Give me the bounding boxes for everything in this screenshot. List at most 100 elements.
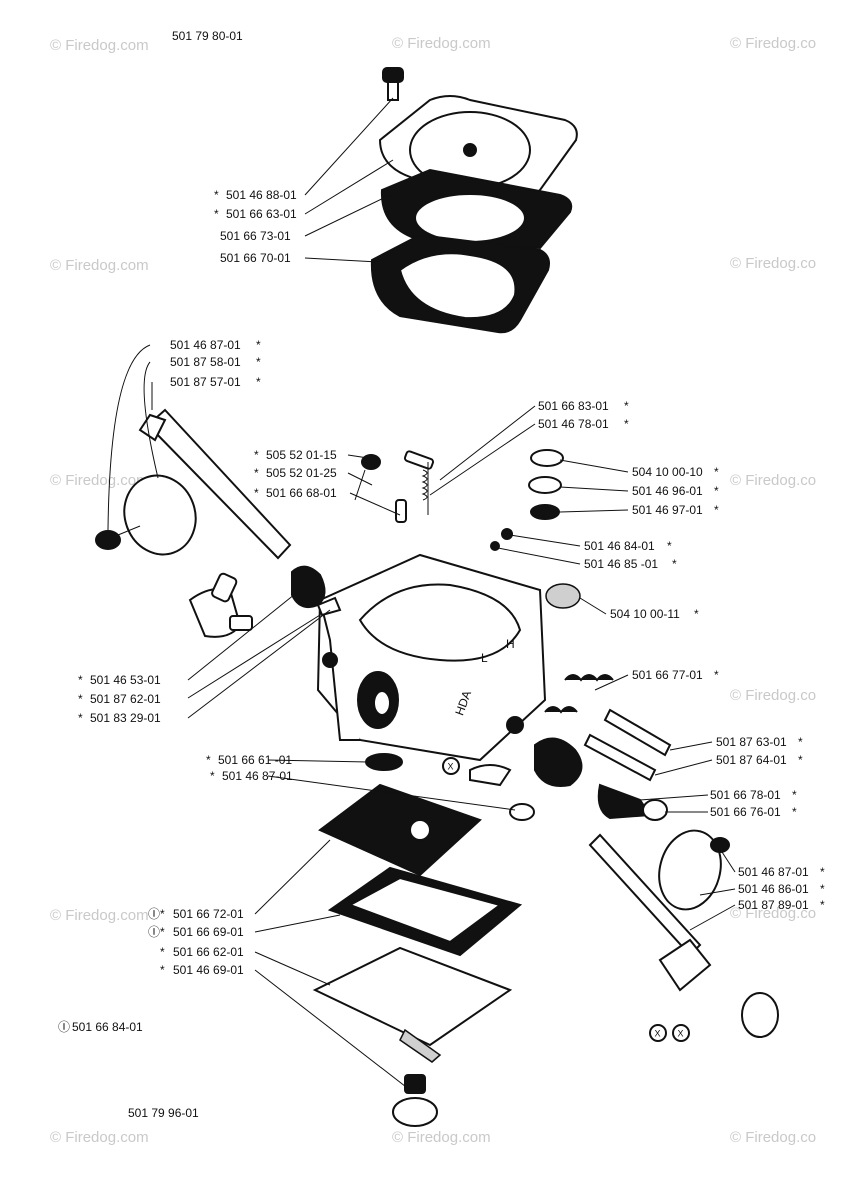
watermark: © Firedog.co	[730, 905, 816, 922]
circle-x-marker: X	[672, 1024, 690, 1042]
label-star: *	[78, 692, 83, 706]
label-part-number: 501 46 53-01	[90, 673, 161, 687]
label-star: *	[820, 882, 825, 896]
label-star: *	[206, 753, 211, 767]
watermark: © Firedog.co	[730, 35, 816, 52]
metering-cover	[312, 946, 513, 1047]
label-part-number: 501 66 62-01	[173, 945, 244, 959]
choke-screw	[95, 530, 121, 550]
top-screw	[382, 67, 404, 101]
throttle-shaft	[146, 408, 292, 560]
svg-text:X: X	[655, 1029, 661, 1039]
label-star: *	[672, 557, 677, 571]
choke-valve-disc	[123, 474, 197, 556]
label-star: *	[254, 486, 259, 500]
label-part-number: 501 87 57-01	[170, 375, 241, 389]
label-part-number: 501 46 78-01	[538, 417, 609, 431]
label-star: *	[798, 735, 803, 749]
label-star: Ⓘ*	[148, 925, 165, 939]
metering-chamber	[358, 583, 522, 662]
label-star: *	[792, 805, 797, 819]
welch-plug-small	[530, 449, 564, 467]
label-star: *	[714, 465, 719, 479]
label-star: *	[214, 207, 219, 221]
label-part-number: 504 10 00-11	[610, 607, 680, 621]
mark-high: H	[506, 637, 515, 651]
label-star: Ⓘ*	[148, 907, 165, 921]
labels-lower-mid: * 501 66 61 -01 * 501 46 87-01	[206, 753, 293, 783]
watermark: © Firedog.com	[392, 1129, 491, 1146]
label-star: *	[254, 448, 259, 462]
label-part-number: 501 46 86-01	[738, 882, 809, 896]
label-star: *	[256, 355, 261, 369]
label-part-number: 501 46 97-01	[632, 503, 703, 517]
pump-cover-assembly	[370, 67, 578, 334]
label-part-number: 501 87 58-01	[170, 355, 241, 369]
inlet-needle-parts	[354, 450, 435, 523]
label-star: *	[210, 769, 215, 783]
label-star: *	[714, 503, 719, 517]
label-part-number: 501 46 69-01	[173, 963, 244, 977]
label-part-number: 501 46 88-01	[226, 188, 297, 202]
label-star: *	[798, 753, 803, 767]
upper-left-parts	[95, 408, 292, 560]
labels-right: 504 10 00-10 * 501 46 96-01 * 501 46 97-…	[584, 465, 825, 912]
filter-screen	[530, 504, 560, 520]
welch-plug-large	[545, 583, 581, 609]
svg-text:X: X	[678, 1029, 684, 1039]
label-star: *	[792, 788, 797, 802]
metering-diaphragm	[318, 783, 482, 877]
bottom-assembly-number: 501 79 96-01	[128, 1106, 199, 1120]
labels-center-top: 501 66 83-01 * 501 46 78-01 *	[538, 399, 629, 431]
label-part-number: 501 87 63-01	[716, 735, 787, 749]
label-star: *	[160, 945, 165, 959]
label-part-number: 501 87 62-01	[90, 692, 161, 706]
label-part-number: 501 66 73-01	[220, 229, 291, 243]
watermark: © Firedog.com	[392, 35, 491, 52]
high-speed-needle	[603, 708, 672, 757]
low-speed-needle	[583, 733, 657, 782]
gasket-ring	[528, 476, 562, 494]
label-part-number: 501 66 78-01	[710, 788, 781, 802]
label-part-number: 501 46 84-01	[584, 539, 655, 553]
label-part-number: 501 46 96-01	[632, 484, 703, 498]
label-star: *	[714, 668, 719, 682]
labels-upper-left: 501 46 87-01 * 501 87 58-01 * 501 87 57-…	[170, 338, 261, 389]
watermark: © Firedog.co	[730, 472, 816, 489]
leader-lines	[107, 97, 736, 1091]
watermark: © Firedog.com	[50, 257, 149, 274]
label-part-number: 501 87 89-01	[738, 898, 809, 912]
cover-screw-head	[392, 1097, 438, 1127]
lower-right-parts	[588, 829, 779, 1038]
label-star: *	[820, 865, 825, 879]
label-part-number: 501 87 64-01	[716, 753, 787, 767]
adjustment-needles	[534, 674, 672, 821]
watermark: © Firedog.co	[730, 1129, 816, 1146]
label-part-number: 501 66 72-01	[173, 907, 244, 921]
label-star: *	[254, 466, 259, 480]
label-part-number: 505 52 01-15	[266, 448, 337, 462]
note-part-number: 501 66 84-01	[72, 1020, 143, 1034]
label-star: *	[714, 484, 719, 498]
label-star: *	[667, 539, 672, 553]
filter-plug	[365, 753, 403, 771]
lever-knob	[741, 992, 779, 1038]
throttle-valve-disc	[658, 829, 722, 911]
label-star: *	[694, 607, 699, 621]
label-part-number: 501 46 85 -01	[584, 557, 658, 571]
cover-screw-shank	[404, 1074, 426, 1094]
svg-text:X: X	[448, 762, 454, 772]
label-star: *	[78, 711, 83, 725]
label-part-number: 504 10 00-10	[632, 465, 703, 479]
circle-x-marker: X	[442, 757, 460, 775]
label-star: *	[820, 898, 825, 912]
label-star: *	[160, 963, 165, 977]
circle-x-marker: X	[649, 1024, 667, 1042]
label-part-number: 501 66 68-01	[266, 486, 337, 500]
carburetor-body: L H HDA	[316, 553, 547, 762]
labels-center-left: * 505 52 01-15 * 505 52 01-25 * 501 66 6…	[254, 448, 337, 500]
label-part-number: 501 46 87-01	[738, 865, 809, 879]
watermark: © Firedog.com	[50, 907, 149, 924]
mark-low: L	[481, 651, 488, 665]
